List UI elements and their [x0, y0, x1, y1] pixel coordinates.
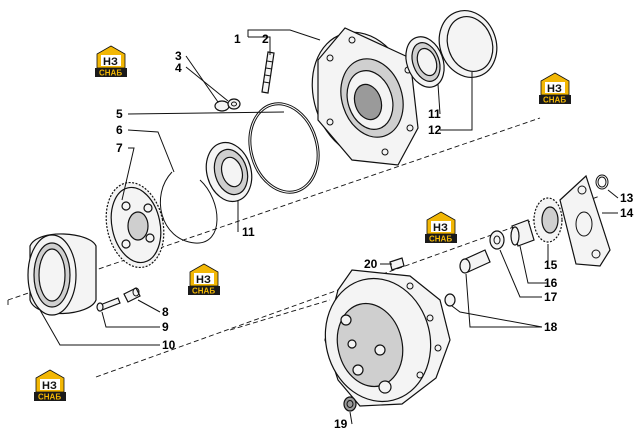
callout-11-middle: 11: [242, 225, 255, 239]
hub-carrier: [311, 27, 419, 166]
callout-7: 7: [116, 141, 123, 155]
svg-text:СНАБ: СНАБ: [38, 393, 61, 402]
drive-gear: [533, 197, 563, 243]
bearing-top: [405, 36, 445, 88]
callout-16: 16: [544, 276, 558, 290]
callout-2: 2: [262, 32, 269, 46]
plug-19: [343, 396, 357, 412]
seal-ring-large: [438, 10, 498, 78]
callout-18: 18: [544, 320, 558, 334]
watermark-logo-5: НЗ СНАБ: [33, 369, 67, 402]
watermark-logo-3: НЗ СНАБ: [424, 211, 458, 244]
watermark-logo-4: НЗ СНАБ: [187, 263, 221, 296]
snap-ring: [159, 171, 218, 244]
svg-text:НЗ: НЗ: [196, 274, 211, 286]
spline-shaft: [510, 219, 535, 247]
svg-text:СНАБ: СНАБ: [429, 235, 452, 244]
callout-3: 3: [175, 49, 182, 63]
callout-13: 13: [620, 191, 634, 205]
svg-text:НЗ: НЗ: [42, 380, 57, 392]
leader-lines: [39, 29, 619, 425]
svg-text:НЗ: НЗ: [103, 56, 118, 68]
stud-bolt: [261, 51, 275, 94]
shaft-sleeve: [459, 249, 491, 274]
svg-text:СНАБ: СНАБ: [192, 287, 215, 296]
callout-14: 14: [620, 206, 634, 220]
wheel-hub-housing: [324, 269, 451, 407]
callout-20: 20: [364, 257, 378, 271]
planet-carrier-gear: [105, 181, 165, 269]
callout-11-top: 11: [428, 107, 441, 121]
ring-gear: [27, 233, 97, 316]
callout-17: 17: [544, 290, 558, 304]
bushing-18: [444, 293, 456, 307]
washer-17: [489, 230, 505, 250]
callout-1: 1: [234, 32, 241, 46]
svg-text:НЗ: НЗ: [433, 222, 448, 234]
callout-15: 15: [544, 258, 558, 272]
svg-text:НЗ: НЗ: [547, 83, 562, 95]
o-ring: [248, 102, 320, 194]
watermark-logo-2: НЗ СНАБ: [538, 72, 572, 105]
bushing-8: [123, 287, 141, 303]
svg-text:СНАБ: СНАБ: [543, 96, 566, 105]
callout-labels: 1 2 3 4 5 6 7 11 11 12 13 14 15 16 17 18…: [116, 32, 634, 431]
circlip-13: [595, 174, 609, 190]
watermark-logo-1: НЗ СНАБ: [94, 45, 128, 78]
callout-12: 12: [428, 123, 442, 137]
svg-text:СНАБ: СНАБ: [99, 69, 122, 78]
callout-4: 4: [175, 61, 182, 75]
callout-8: 8: [162, 305, 169, 319]
assembly-boundary: [7, 117, 601, 378]
bearing-middle: [205, 141, 253, 203]
bolt-9: [96, 297, 121, 312]
callout-6: 6: [116, 123, 123, 137]
callout-5: 5: [116, 107, 123, 121]
nut-washer: [214, 98, 241, 112]
callout-9: 9: [162, 320, 169, 334]
bracket-plate: [559, 174, 611, 267]
callout-19: 19: [334, 417, 348, 431]
bolt-20: [389, 257, 405, 271]
callout-10: 10: [162, 338, 176, 352]
